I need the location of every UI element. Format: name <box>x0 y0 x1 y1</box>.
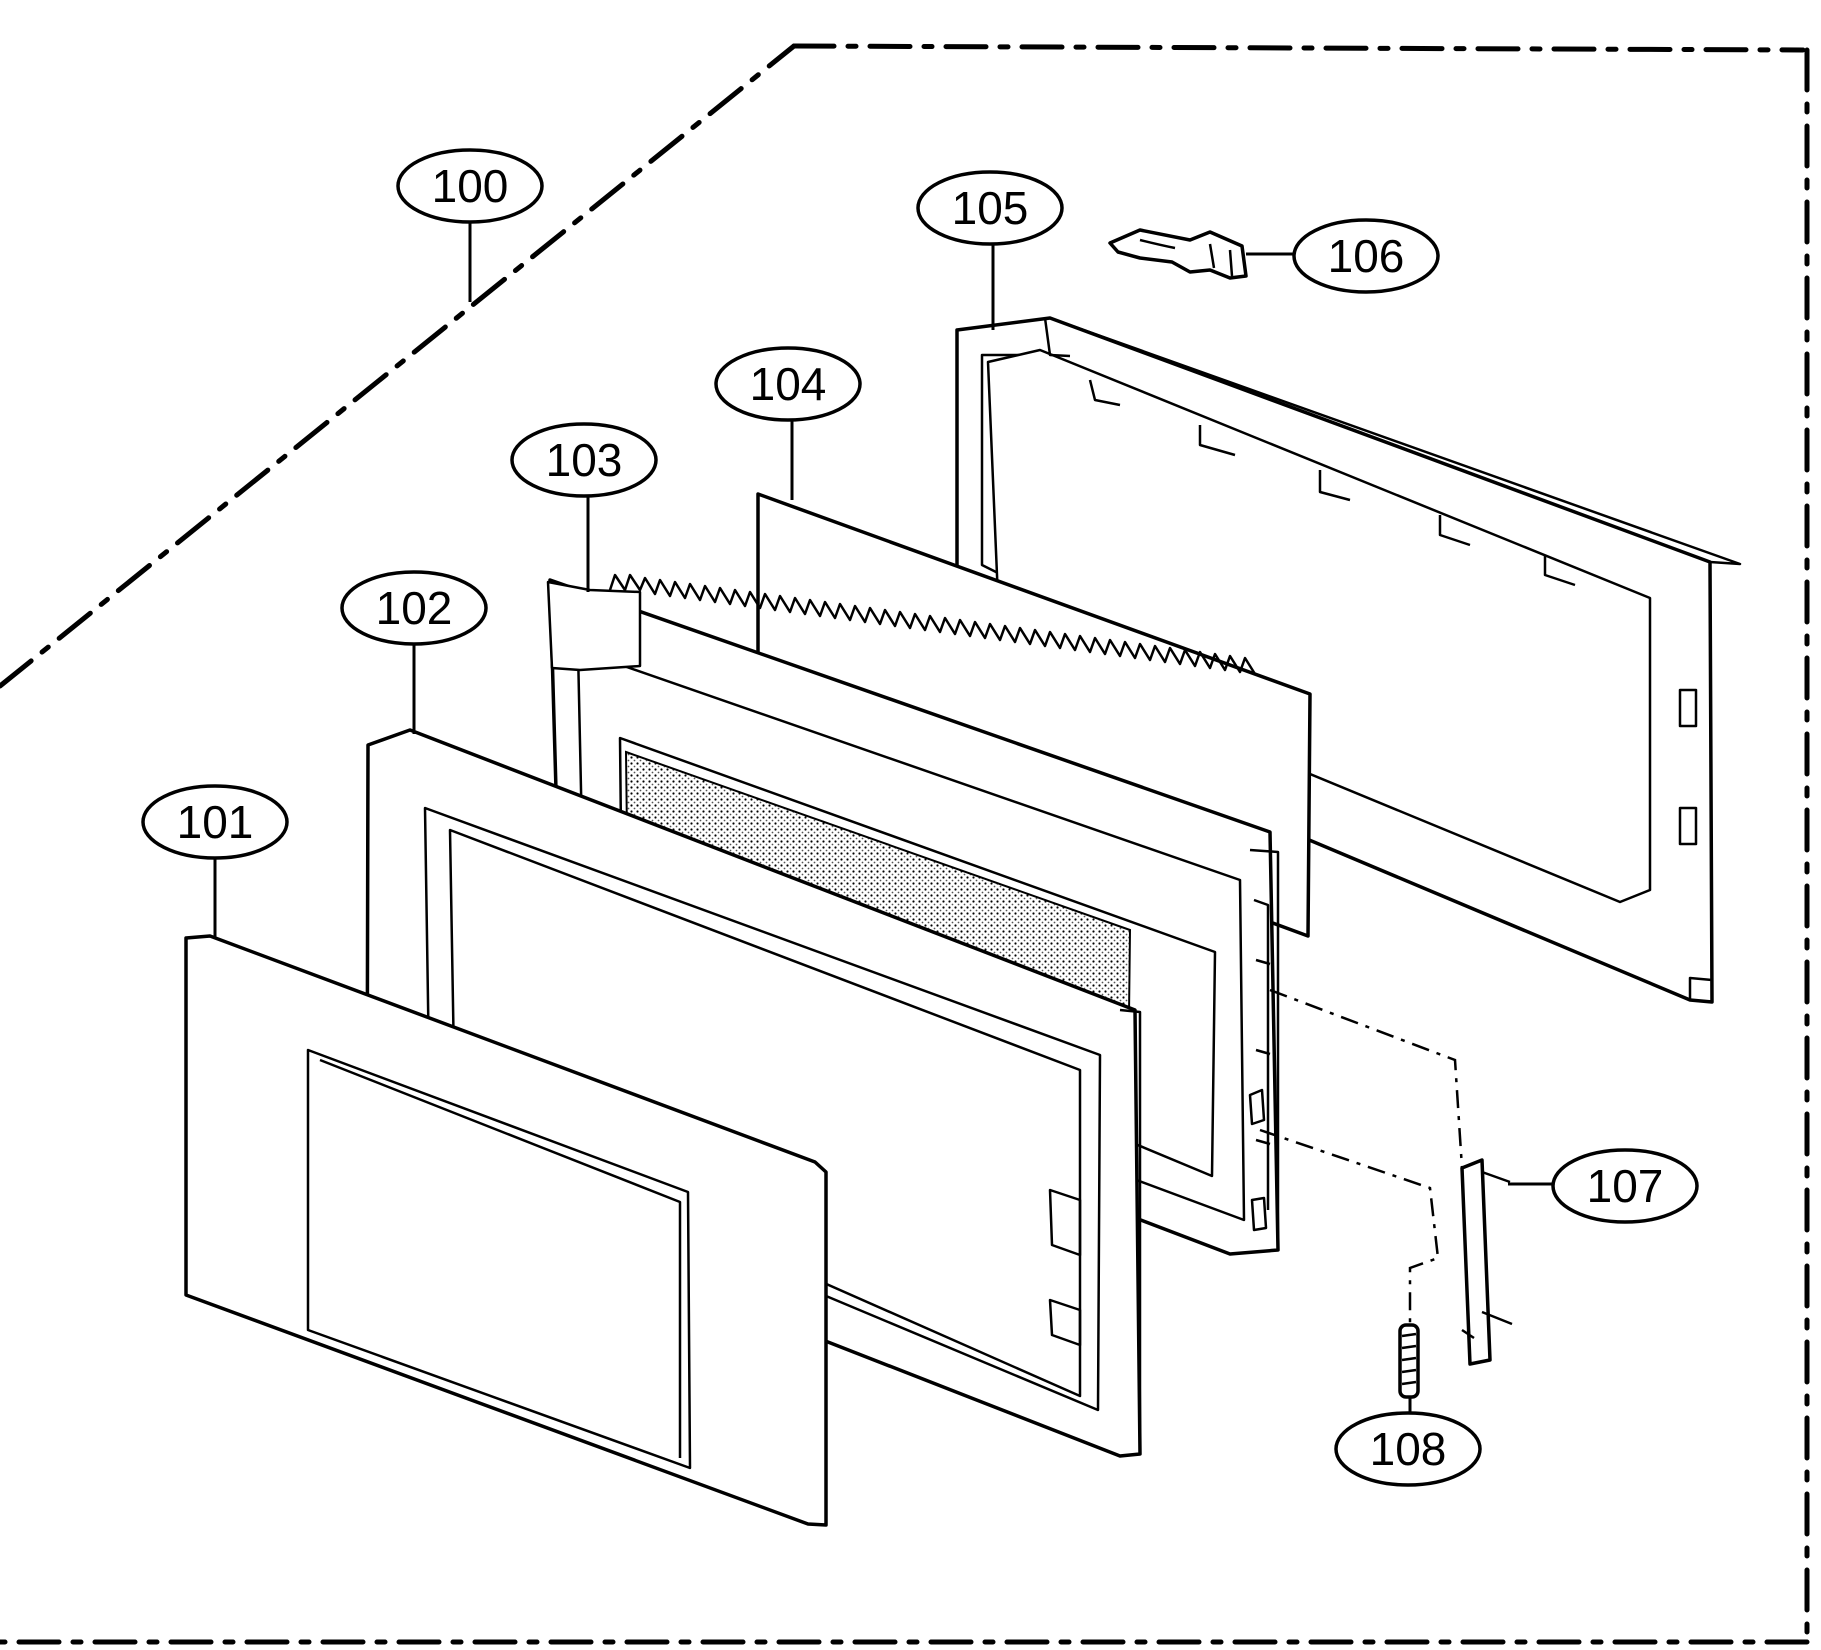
callout-104: 104 <box>714 346 862 422</box>
part-101-outer-door <box>184 934 828 1527</box>
callout-label: 103 <box>546 434 623 486</box>
part-105-choke-frame <box>955 316 1742 1004</box>
callout-103: 103 <box>510 422 658 498</box>
assembly-path-107 <box>1269 988 1464 1169</box>
part-108-spring <box>1398 1323 1420 1399</box>
callout-label: 100 <box>432 160 509 212</box>
leader-lines <box>213 222 1555 1433</box>
callout-label: 102 <box>376 582 453 634</box>
assembly-boundary <box>0 43 1810 1645</box>
callout-label: 107 <box>1587 1160 1664 1212</box>
part-107-latch <box>1460 1158 1513 1366</box>
callout-106: 106 <box>1292 218 1440 294</box>
part-106-bracket <box>1108 228 1248 280</box>
callout-label: 104 <box>750 358 827 410</box>
callout-102: 102 <box>340 570 488 646</box>
callout-107: 107 <box>1551 1148 1699 1224</box>
callout-101: 101 <box>141 784 289 860</box>
callout-label: 105 <box>952 182 1029 234</box>
callout-label: 101 <box>177 796 254 848</box>
callout-105: 105 <box>916 170 1064 246</box>
callout-label: 108 <box>1370 1423 1447 1475</box>
callout-108: 108 <box>1334 1411 1482 1487</box>
callout-100: 100 <box>396 148 544 224</box>
assembly-path-108 <box>1259 1128 1440 1325</box>
callout-label: 106 <box>1328 230 1405 282</box>
